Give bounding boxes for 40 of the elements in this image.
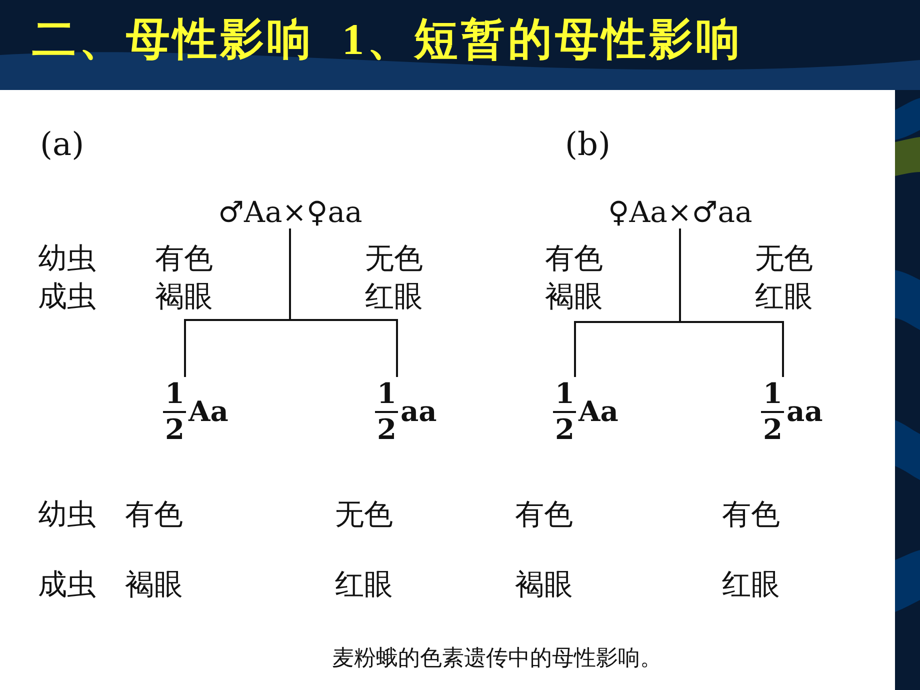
phenotype-label: 有色 — [125, 500, 183, 529]
genotype-label: Aa — [578, 398, 618, 426]
phenotype-label: 褐眼 — [125, 570, 183, 599]
cross-label: ♂Aa×♀aa — [218, 198, 362, 226]
cross-label: ♀Aa×♂aa — [608, 198, 752, 226]
pedigree-line — [679, 228, 784, 377]
genotype-label: aa — [400, 398, 437, 426]
phenotype-label: 褐眼 — [545, 282, 603, 311]
phenotype-label: 无色 — [365, 244, 423, 273]
row-label: 幼虫 — [38, 244, 96, 273]
panel-label: (b) — [565, 128, 610, 160]
genotype-label: aa — [786, 398, 823, 426]
phenotype-label: 无色 — [335, 500, 393, 529]
phenotype-label: 红眼 — [722, 570, 780, 599]
fraction-numerator: 1 — [163, 380, 186, 413]
genotype-label: Aa — [188, 398, 228, 426]
row-label: 成虫 — [38, 282, 96, 311]
phenotype-label: 有色 — [515, 500, 573, 529]
phenotype-label: 褐眼 — [155, 282, 213, 311]
fraction-numerator: 1 — [553, 380, 576, 413]
phenotype-label: 红眼 — [335, 570, 393, 599]
fraction-numerator: 1 — [375, 380, 398, 413]
fraction-numerator: 1 — [761, 380, 784, 413]
fraction-denominator: 2 — [165, 413, 184, 444]
pedigree-line — [289, 228, 398, 377]
figure-caption: 麦粉蛾的色素遗传中的母性影响。 — [332, 648, 662, 670]
slide-title: 二、母性影响 1、短暂的母性影响 — [32, 18, 743, 62]
phenotype-label: 有色 — [545, 244, 603, 273]
fraction-denominator: 2 — [763, 413, 782, 444]
phenotype-label: 褐眼 — [515, 570, 573, 599]
fraction-denominator: 2 — [377, 413, 396, 444]
panel-label: (a) — [40, 128, 84, 160]
phenotype-label: 红眼 — [755, 282, 813, 311]
phenotype-label: 有色 — [722, 500, 780, 529]
fraction-denominator: 2 — [555, 413, 574, 444]
row-label: 幼虫 — [38, 500, 96, 529]
phenotype-label: 红眼 — [365, 282, 423, 311]
phenotype-label: 无色 — [755, 244, 813, 273]
row-label: 成虫 — [38, 570, 96, 599]
phenotype-label: 有色 — [155, 244, 213, 273]
